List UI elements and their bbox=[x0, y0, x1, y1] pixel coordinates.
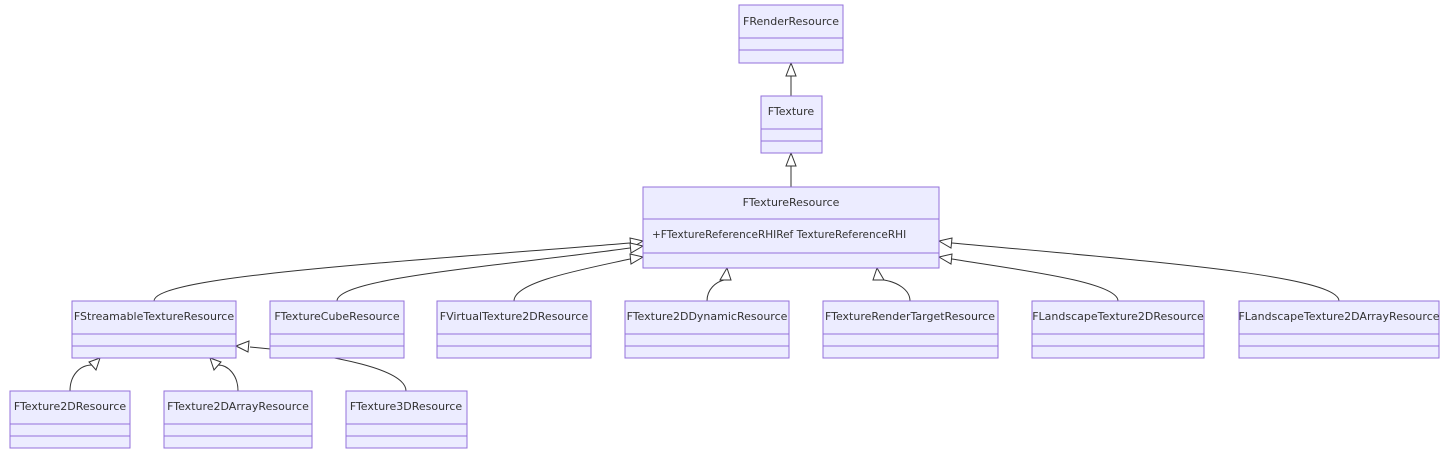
class-ftexturecuberesource[interactable]: FTextureCubeResource bbox=[269, 300, 405, 359]
class-fstreamabletextureresource[interactable]: FStreamableTextureResource bbox=[71, 300, 237, 359]
class-name: FTextureRenderTargetResource bbox=[825, 310, 995, 323]
arrowhead-tex2d bbox=[88, 357, 101, 371]
edge-render-target-to-texture-resource bbox=[883, 279, 911, 302]
class-name: FRenderResource bbox=[743, 15, 839, 28]
class-ftexturerendertargetresource[interactable]: FTextureRenderTargetResource bbox=[822, 300, 999, 359]
edge-tex2darray-to-streamable bbox=[217, 364, 239, 392]
class-name: FLandscapeTexture2DArrayResource bbox=[1238, 310, 1439, 323]
arrowhead-tex2darray bbox=[209, 357, 222, 371]
edge-dynamic-to-texture-resource bbox=[706, 279, 725, 302]
class-ftexture2dresource[interactable]: FTexture2DResource bbox=[9, 390, 131, 449]
class-flandscapetexture2dresource[interactable]: FLandscapeTexture2DResource bbox=[1031, 300, 1205, 359]
arrowhead-virtual bbox=[629, 253, 645, 265]
inheritance-edges bbox=[69, 76, 1340, 392]
class-fvirtualtexture2dresource[interactable]: FVirtualTexture2DResource bbox=[436, 300, 592, 359]
edge-tex2d-to-streamable bbox=[69, 364, 93, 392]
class-name: FTexture3DResource bbox=[350, 400, 463, 413]
class-name: FTexture2DDynamicResource bbox=[627, 310, 788, 323]
arrowheads bbox=[88, 61, 953, 371]
class-name: FTextureCubeResource bbox=[274, 310, 399, 323]
edge-streamable-to-texture-resource bbox=[153, 242, 631, 302]
class-frenderresource[interactable]: FRenderResource bbox=[738, 4, 844, 64]
class-ftexture3dresource[interactable]: FTexture3DResource bbox=[345, 390, 468, 449]
class-ftexture2ddynamicresource[interactable]: FTexture2DDynamicResource bbox=[624, 300, 790, 359]
class-name: FLandscapeTexture2DResource bbox=[1032, 310, 1204, 323]
class-name: FVirtualTexture2DResource bbox=[440, 310, 589, 323]
arrowhead-tex3d bbox=[234, 340, 250, 353]
class-attribute: +FTextureReferenceRHIRef TextureReferenc… bbox=[652, 229, 906, 241]
arrowhead-landscape-2d bbox=[937, 253, 953, 265]
class-ftexture[interactable]: FTexture bbox=[760, 95, 823, 154]
class-flandscapetexture2darrayresource[interactable]: FLandscapeTexture2DArrayResource bbox=[1238, 300, 1440, 359]
arrowhead-render-target bbox=[872, 266, 885, 281]
arrowhead-cube bbox=[629, 242, 645, 254]
class-name: FStreamableTextureResource bbox=[74, 310, 234, 323]
class-name: FTexture bbox=[768, 105, 815, 118]
arrowhead-render-resource bbox=[785, 61, 797, 77]
edge-landscape-2d-to-texture-resource bbox=[951, 258, 1119, 302]
class-name: FTexture2DArrayResource bbox=[167, 400, 309, 413]
edge-virtual-to-texture-resource bbox=[513, 258, 631, 302]
arrowhead-landscape-array bbox=[937, 237, 953, 249]
class-name: FTextureResource bbox=[743, 196, 840, 209]
class-ftextureresource[interactable]: FTextureResource +FTextureReferenceRHIRe… bbox=[642, 186, 940, 269]
edge-landscape-array-to-texture-resource bbox=[951, 242, 1340, 302]
arrowhead-dynamic bbox=[719, 266, 732, 281]
class-name: FTexture2DResource bbox=[14, 400, 127, 413]
arrowhead-texture bbox=[785, 151, 797, 167]
class-ftexture2darrayresource[interactable]: FTexture2DArrayResource bbox=[163, 390, 313, 449]
edge-cube-to-texture-resource bbox=[336, 247, 631, 302]
